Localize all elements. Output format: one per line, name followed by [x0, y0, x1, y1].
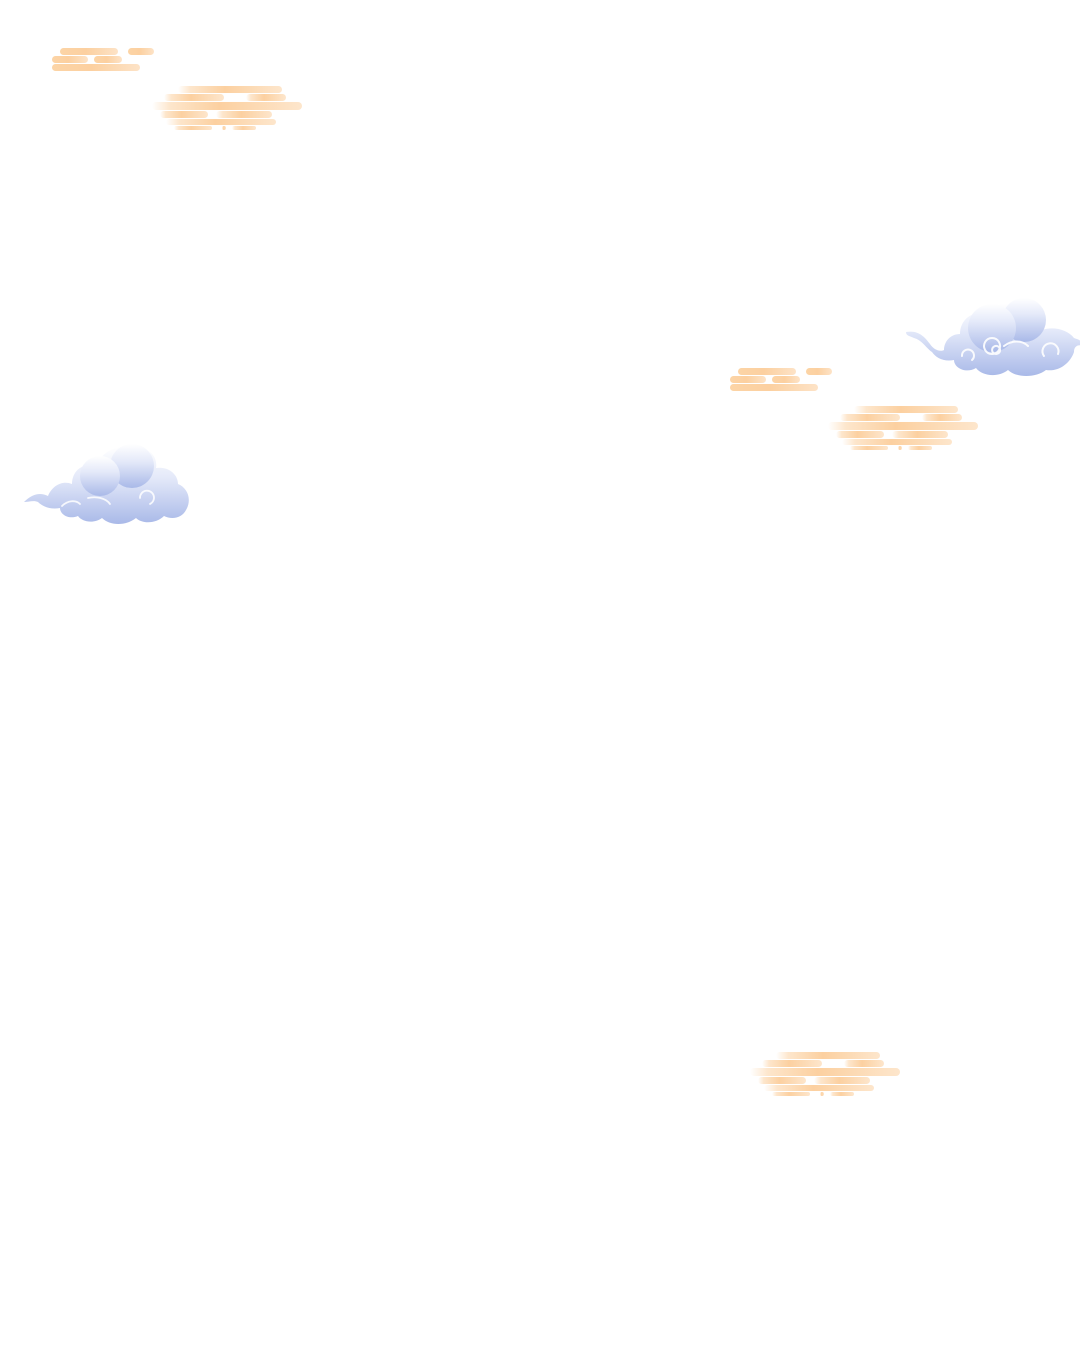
- streak-cloud-icon: [828, 406, 978, 450]
- auspicious-cloud-icon: [24, 444, 189, 524]
- streak-cloud-icon: [730, 368, 832, 391]
- auspicious-cloud-icon: [906, 298, 1080, 376]
- streak-cloud-icon: [152, 86, 302, 130]
- streak-cloud-icon: [750, 1052, 900, 1096]
- streak-cloud-icon: [52, 48, 154, 71]
